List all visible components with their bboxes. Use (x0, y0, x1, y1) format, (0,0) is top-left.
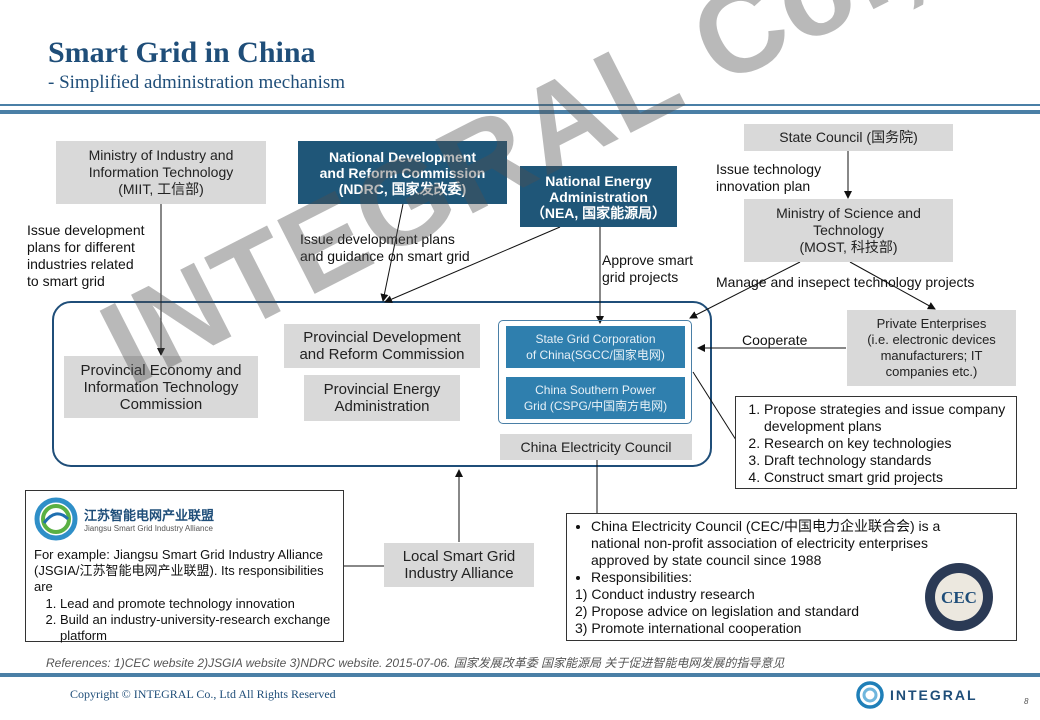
jsgia-intro: For example: Jiangsu Smart Grid Industry… (34, 547, 324, 594)
cec-resp-item: 3) Promote international cooperation (575, 620, 802, 636)
page-title: Smart Grid in China (48, 36, 316, 69)
copyright: Copyright © INTEGRAL Co., Ltd All Rights… (70, 687, 336, 701)
most-box: Ministry of Science and Technology (MOST… (744, 199, 953, 262)
list-item: Construct smart grid projects (764, 469, 1010, 486)
cec-seal-icon: CEC (925, 563, 993, 631)
ndrc-issue-label: Issue development plans and guidance on … (300, 231, 470, 264)
miit-box: Ministry of Industry and Information Tec… (56, 141, 266, 204)
grid-duties-box: Propose strategies and issue company dev… (735, 396, 1017, 489)
private-enterprises-box: Private Enterprises (i.e. electronic dev… (847, 310, 1016, 386)
jsgia-logo-text: 江苏智能电网产业联盟 (84, 508, 215, 523)
cooperate-label: Cooperate (742, 332, 808, 348)
integral-logo-icon (856, 681, 884, 709)
provincial-energy-box: Provincial Energy Administration (304, 375, 460, 421)
state-issue-label: Issue technology innovation plan (716, 161, 822, 194)
header-rule-top (0, 104, 1040, 106)
jsgia-logo-icon (34, 497, 78, 541)
list-item: Lead and promote technology innovation (60, 596, 335, 612)
list-item: Propose strategies and issue company dev… (764, 401, 1010, 435)
local-alliance-box: Local Smart Grid Industry Alliance (384, 543, 534, 587)
footer-rule (0, 673, 1040, 677)
provincial-container (52, 301, 712, 467)
jsgia-logo: 江苏智能电网产业联盟 Jiangsu Smart Grid Industry A… (34, 497, 335, 541)
grid-duties-list: Propose strategies and issue company dev… (742, 401, 1010, 486)
state-council-box: State Council (国务院) (744, 124, 953, 151)
cec-resp-item: 1) Conduct industry research (575, 586, 755, 602)
list-item: Research on key technologies (764, 435, 1010, 452)
jsgia-list: Lead and promote technology innovation B… (34, 596, 335, 644)
nea-box: National Energy Administration （NEA, 国家能… (520, 166, 677, 227)
cec-resp-item: 2) Propose advice on legislation and sta… (575, 603, 860, 619)
brand-logo: INTEGRAL (856, 681, 978, 709)
nea-approve-label: Approve smart grid projects (602, 252, 694, 285)
provincial-dev-box: Provincial Development and Reform Commis… (284, 324, 480, 368)
cec-info-panel: China Electricity Council (CEC/中国电力企业联合会… (566, 513, 1017, 641)
list-item: Build an industry-university-research ex… (60, 612, 335, 644)
page-number: 8 (1024, 697, 1029, 706)
page-subtitle: - Simplified administration mechanism (48, 72, 346, 93)
header-rule-bottom (0, 110, 1040, 114)
sgcc-box: State Grid Corporation of China(SGCC/国家电… (506, 326, 685, 368)
cec-info-bullet: China Electricity Council (CEC/中国电力企业联合会… (591, 518, 971, 569)
grid-companies-frame (498, 320, 692, 424)
ndrc-box: National Development and Reform Commissi… (298, 141, 507, 204)
list-item: Draft technology standards (764, 452, 1010, 469)
cec-info-list: China Electricity Council (CEC/中国电力企业联合会… (575, 518, 971, 586)
cec-info-bullet: Responsibilities: (591, 569, 971, 586)
most-manage-label: Manage and insepect technology projects (716, 274, 975, 290)
miit-issue-label: Issue development plans for different in… (27, 222, 145, 289)
brand-name: INTEGRAL (890, 687, 978, 703)
cspg-box: China Southern Power Grid (CSPG/中国南方电网) (506, 377, 685, 419)
jsgia-logo-subtext: Jiangsu Smart Grid Industry Alliance (84, 524, 213, 533)
provincial-econ-box: Provincial Economy and Information Techn… (64, 356, 258, 418)
jsgia-panel: 江苏智能电网产业联盟 Jiangsu Smart Grid Industry A… (25, 490, 344, 644)
cec-box: China Electricity Council (500, 434, 692, 460)
references: References: 1)CEC website 2)JSGIA websit… (46, 656, 785, 670)
cec-seal-text: CEC (941, 588, 977, 607)
